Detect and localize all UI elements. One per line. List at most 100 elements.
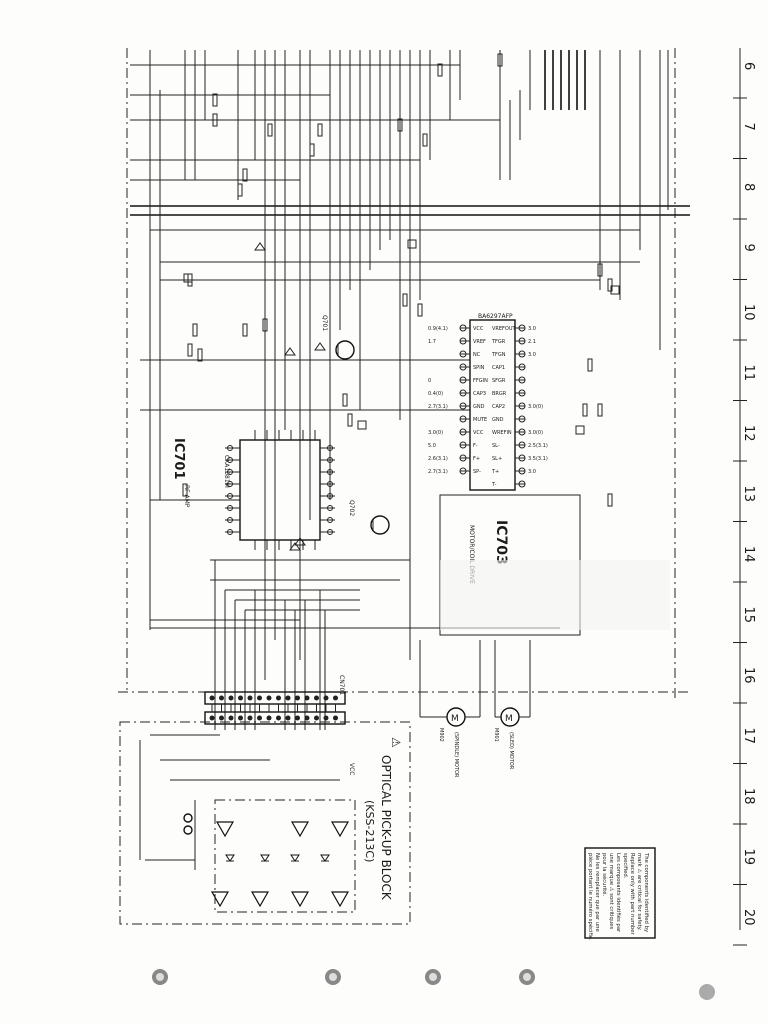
ic703-pin-voltage: 3.0(0) [528, 404, 543, 410]
safety-note-line: specified. [622, 853, 628, 879]
ic703-pin-label: FFGIN [473, 378, 488, 384]
ic703-pin-voltage: 3.0 [528, 352, 536, 358]
ic703-pin-voltage: 5.0 [428, 443, 436, 449]
ic703-pin-label: F- [473, 443, 478, 449]
optical-pickup-block: ⚠ OPTICAL PICK-UP BLOCK (KSS-213C) VCC [119, 721, 411, 925]
q701-label: Q701 [321, 315, 328, 331]
ic701-pins [225, 430, 335, 550]
scale-ruler: 6 7 8 9 10 11 12 13 14 15 16 17 18 19 20 [733, 62, 756, 946]
safety-note-line: The components identified by [643, 852, 649, 932]
faded-scan-area [440, 560, 670, 630]
ic703-pin-label: VCC [473, 430, 484, 436]
scale-number: 16 [741, 667, 756, 684]
ic703-pin-voltage: 3.5(3.1) [528, 456, 548, 462]
spindle-motor: M M902 (SPINDLE) MOTOR [419, 640, 481, 778]
ic703-pin-voltage: 0.4(0) [428, 391, 443, 397]
scale-number: 15 [741, 607, 756, 624]
binder-holes [152, 969, 715, 1000]
ic703-pin-label: BRGR [492, 391, 507, 397]
ic703-pin-voltage: 2.7(3.1) [428, 404, 448, 410]
sled-motor-name: (SLED) MOTOR [508, 732, 514, 770]
passive-components [182, 53, 620, 551]
scale-number: 17 [741, 728, 756, 745]
scale-number: 8 [741, 183, 756, 191]
ic703-pin-voltage: 0.9(4.1) [428, 326, 448, 332]
svg-text:M: M [451, 714, 459, 724]
safety-note-line: mark ⚠ are critical for safety. [636, 853, 642, 931]
transistor-q701: Q701 [321, 315, 355, 360]
ic703-pin-voltage: 1.7 [428, 339, 436, 345]
ic703-pin-label: TFGR [491, 339, 506, 345]
ic703-pin-label: WREFIN [492, 430, 512, 436]
ic703-pin-label: VCC [473, 326, 484, 332]
ic703-pin-label: NC [473, 352, 481, 358]
ic701-label: IC701 [171, 438, 186, 480]
ic703-role: MOTOR/COIL DRIVE [468, 525, 475, 584]
sled-motor-ref: M901 [493, 728, 499, 742]
ic703-pin-label: VREF [473, 339, 486, 345]
scale-number: 10 [741, 304, 756, 321]
scale-number: 14 [741, 546, 756, 563]
ic703-pin-label: GND [473, 404, 485, 410]
ic703-pin-voltage: 2.5(3.1) [528, 443, 548, 449]
sled-motor: M M901 (SLED) MOTOR [493, 640, 531, 770]
svg-text:M: M [505, 714, 513, 724]
ic703-pin-label: SPIN [473, 365, 485, 371]
ic703-pin-label: SFGR [492, 378, 506, 384]
ic703-pin-voltage: 3.0(0) [428, 430, 443, 436]
scale-number: 18 [741, 788, 756, 805]
ic703-pin-voltage: 3.0 [528, 326, 536, 332]
ic703-label: IC703 [493, 520, 509, 565]
scale-number: 12 [741, 425, 756, 442]
ic703-pin-label: CAP2 [492, 404, 505, 410]
ic703-pin-label: CAP1 [492, 365, 505, 371]
ic703-pin-label: T+ [491, 469, 499, 475]
ic703-pin-voltage: 2.1 [528, 339, 536, 345]
spindle-motor-ref: M902 [438, 728, 444, 742]
top-signal-bus [130, 50, 690, 730]
safety-note-line: une marque ⚠ sont critiques [608, 853, 614, 929]
ic703-pin-label: MUTE [473, 417, 487, 423]
scale-number: 13 [741, 486, 756, 503]
scale-number: 11 [741, 365, 756, 382]
scale-number: 20 [741, 909, 756, 926]
transistor-q702: Q702 [348, 500, 390, 535]
ic703-part: BA6297AFP [478, 313, 513, 320]
cn701-label: CN701 [338, 675, 345, 695]
scale-number: 19 [741, 849, 756, 866]
scale-number: 9 [741, 244, 756, 252]
ic703-pin-label: SP- [473, 469, 481, 475]
scale-number: 7 [741, 123, 756, 131]
safety-note-line: Replace only with part number [629, 853, 635, 935]
connector-cn701: CN701 [204, 675, 346, 725]
ic703-pin-label: F+ [473, 456, 480, 462]
ic701-part: CXA1081M [223, 455, 230, 488]
ic703-pin-label: TFGN [491, 352, 506, 358]
vcc-label: VCC [348, 763, 355, 775]
ic703-pin-label: CAP3 [473, 391, 486, 397]
ic703-pin-voltage: 2.7(3.1) [428, 469, 448, 475]
pickup-warning-icon: ⚠ [389, 737, 403, 748]
ic703-pin-voltage: 3.0(0) [528, 430, 543, 436]
safety-note-line: pour la sécurité. [601, 853, 608, 896]
ic703-pin-voltage: 3.0 [528, 469, 536, 475]
safety-note-line: Ne les remplacer que par une [594, 853, 600, 932]
scale-number: 6 [741, 62, 756, 70]
ic703-pin-label: VREFOUT [492, 326, 517, 332]
ic703-pin-label: SL- [492, 443, 500, 449]
ic703-pin-label: GND [492, 417, 504, 423]
ic703-pin-label: SL+ [492, 456, 502, 462]
pickup-model: (KSS-213C) [363, 800, 376, 862]
ic703-pin-label: T- [491, 482, 497, 488]
spindle-motor-name: (SPINDLE) MOTOR [453, 732, 459, 778]
pickup-title: OPTICAL PICK-UP BLOCK [379, 755, 393, 901]
ic703-pin-voltage: 0 [428, 378, 431, 384]
q702-label: Q702 [348, 500, 355, 516]
safety-note-line: Les composants identifiés par [615, 853, 622, 933]
safety-note-line: pièce portant le numéro spécifié. [587, 853, 594, 941]
ic703-pin-voltage: 2.6(3.1) [428, 456, 448, 462]
